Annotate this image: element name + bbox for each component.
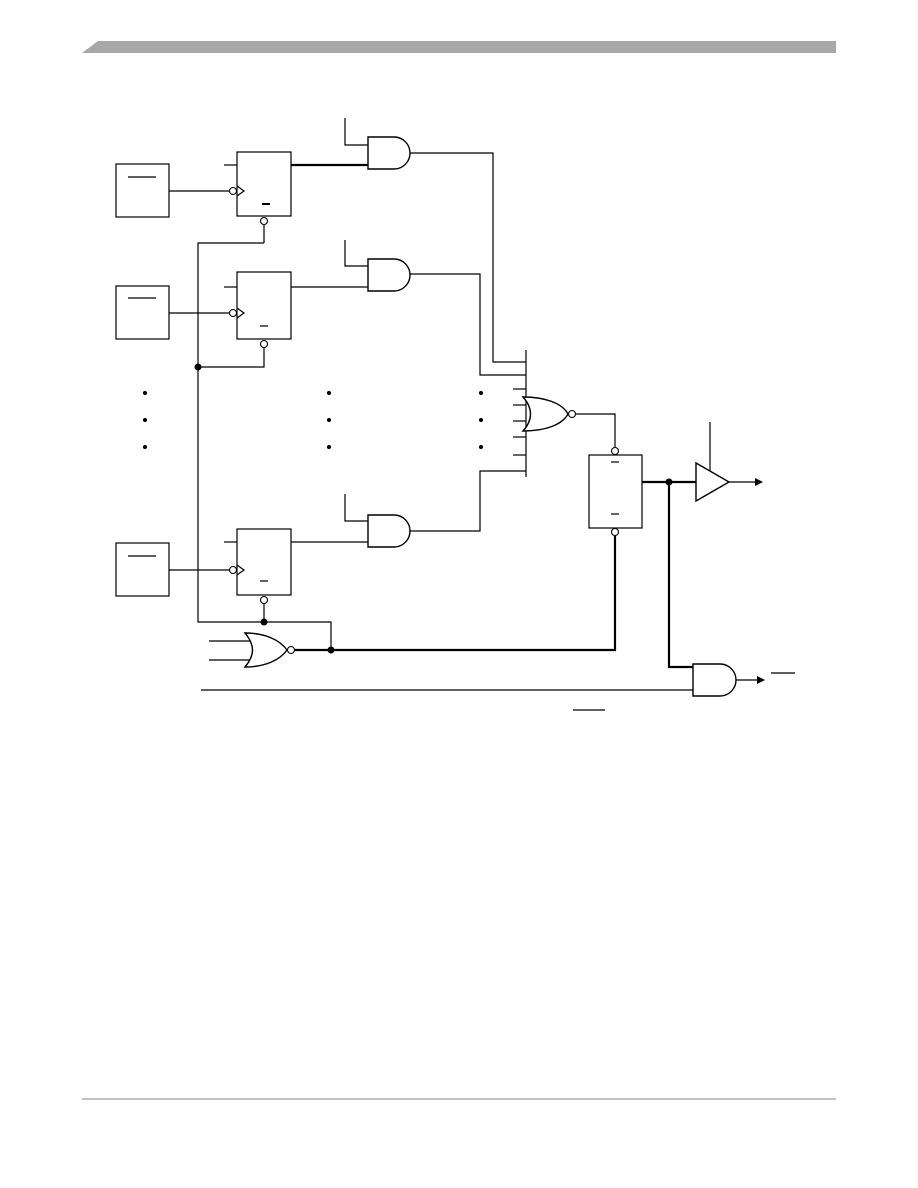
stage-n	[115, 470, 526, 622]
and1-output-wire	[410, 152, 526, 363]
and1-enable-wire	[344, 118, 368, 146]
out-ff-reset-bubble	[610, 527, 620, 537]
andn-output-wire	[410, 470, 526, 532]
ff1-reset-bubble	[259, 216, 269, 226]
nor-output-wire	[576, 413, 616, 447]
nor-gate-main	[521, 396, 569, 432]
ff1-clock-triangle	[236, 185, 246, 197]
nor2-output-wire	[295, 536, 617, 652]
nor-output-bubble	[567, 409, 577, 419]
buffer-output-arrow	[755, 478, 763, 486]
and2-output-wire	[410, 273, 526, 376]
source-box-2	[115, 285, 170, 340]
and-gate-n	[367, 514, 411, 548]
flip-flop-1	[236, 151, 292, 217]
ffn-reset-bubble	[259, 595, 269, 605]
andn-enable-wire	[344, 494, 368, 522]
output-flip-flop	[588, 454, 643, 529]
ff2-reset-tap	[198, 348, 265, 368]
flip-flop-n	[236, 528, 292, 596]
header-bar	[82, 41, 836, 53]
multi-input-nor	[513, 350, 616, 477]
junction-nor2-out	[327, 646, 335, 654]
reset-network	[194, 242, 617, 668]
ffn-clock-bubble	[228, 565, 238, 575]
q-to-and-wire	[667, 482, 693, 669]
and-output-arrow	[757, 676, 765, 684]
source-box-n	[115, 542, 170, 597]
out-ff-set-bubble	[610, 446, 620, 456]
ff2-clock-triangle	[236, 307, 246, 319]
output-buffer	[695, 461, 731, 503]
ff2-reset-bubble	[259, 339, 269, 349]
ffn-clock-triangle	[236, 564, 246, 576]
stage-1	[115, 118, 526, 363]
and-gate-2	[367, 258, 411, 292]
stage-2	[115, 240, 526, 376]
two-input-nor-gate	[243, 632, 288, 668]
output-stage	[201, 422, 795, 711]
flip-flop-2	[236, 271, 292, 340]
ff1-clock-bubble	[228, 186, 238, 196]
junction-reset-ff2	[194, 363, 202, 371]
ff2-clock-bubble	[228, 308, 238, 318]
nor2-output-bubble	[286, 645, 296, 655]
source-box-1	[115, 163, 170, 218]
continuation-dots	[143, 391, 483, 449]
and-gate-1	[367, 136, 411, 170]
reset-vertical-bus	[197, 242, 332, 650]
and2-enable-wire	[344, 240, 368, 267]
output-and-gate	[692, 663, 737, 697]
junction-reset-ffn	[260, 618, 268, 626]
